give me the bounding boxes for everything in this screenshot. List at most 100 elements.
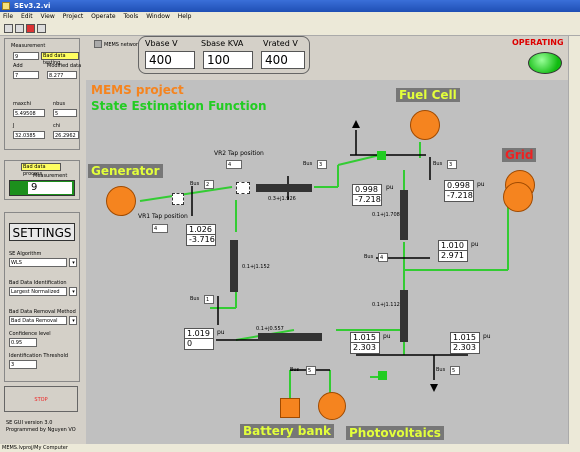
bus1-label: Bus [190, 296, 200, 302]
menu-operate[interactable]: Operate [91, 13, 116, 20]
bus3b-pu: pu [477, 181, 485, 188]
confidence-input[interactable]: 0.95 [9, 338, 37, 347]
grid-icon-2 [503, 182, 533, 212]
modified-data-value: 8.277 [47, 71, 77, 79]
measurement2-value: 9 [28, 182, 72, 194]
vrated-label: Vrated V [263, 39, 298, 48]
mems-network-label: MEMS network [104, 42, 141, 48]
transformer-vr2-icon [236, 182, 250, 194]
diagram-panel [86, 80, 568, 444]
vertical-scrollbar[interactable] [568, 36, 580, 444]
chi-label: chi [53, 123, 61, 129]
bus4-angle: 2.971 [438, 250, 468, 262]
sbase-value: 100 [203, 51, 253, 69]
abort-icon[interactable] [26, 24, 35, 33]
vbase-label: Vbase V [145, 39, 178, 48]
run-arrow-icon[interactable] [4, 24, 13, 33]
stop-button[interactable]: STOP [4, 386, 78, 412]
z4-label: 0.1+j1.112 [372, 302, 400, 308]
vr1-label: VR1 Tap position [138, 213, 188, 220]
title-bar: SEv3.2.vi [0, 0, 580, 12]
z2-label: 0.1+j1.152 [242, 264, 270, 270]
bus3a-pu: pu [386, 184, 394, 191]
menu-bar: File Edit View Project Operate Tools Win… [0, 12, 580, 22]
settings-title: SETTINGS [9, 223, 75, 241]
bdr-select[interactable]: Bad Data Removal [9, 316, 67, 325]
title-mems: MEMS project [91, 83, 184, 97]
measurement2-label: Measurement [33, 173, 68, 179]
sbase-label: Sbase KVA [201, 39, 244, 48]
bus2-angle: -3.716 [186, 234, 216, 246]
bus2-label: Bus [190, 181, 200, 187]
j-value: 32.0385 [13, 131, 45, 139]
id-threshold-input[interactable]: 3 [9, 360, 37, 369]
z5-label: 0.1+j0.557 [256, 326, 284, 332]
chevron-down-icon[interactable]: ▾ [69, 258, 77, 267]
vr1-value[interactable]: 4 [152, 224, 168, 233]
vr2-label: VR2 Tap position [214, 150, 264, 157]
bus4-num: 4 [378, 253, 388, 262]
menu-project[interactable]: Project [62, 13, 84, 20]
pause-icon[interactable] [37, 24, 46, 33]
maxchi-value: 5.49508 [13, 109, 45, 117]
measurement2-bar: 9 [9, 180, 75, 196]
menu-tools[interactable]: Tools [123, 13, 139, 20]
bad-data-process-indicator: Bad data process [21, 163, 61, 177]
menu-window[interactable]: Window [146, 13, 170, 20]
bus3a-label: Bus [303, 161, 313, 167]
bus3b-num: 3 [447, 160, 457, 169]
measurement-label: Measurement [11, 43, 46, 49]
bus3b-angle: -7.218 [444, 190, 474, 202]
modified-data-label: Modified data [47, 63, 82, 69]
chevron-down-icon[interactable]: ▾ [69, 316, 77, 325]
menu-edit[interactable]: Edit [20, 13, 33, 20]
bdr-label: Bad Data Removal Method [9, 309, 76, 315]
menu-view[interactable]: View [40, 13, 55, 20]
j-label: J [13, 123, 15, 129]
bus5a-label: Bus [290, 367, 300, 373]
maxchi-label: maxchi [13, 101, 32, 107]
toolbar [0, 22, 580, 36]
window-title: SEv3.2.vi [14, 2, 51, 10]
line-z5 [258, 333, 322, 341]
line-z4 [400, 290, 408, 342]
fuel-cell-label: Fuel Cell [396, 88, 460, 102]
measurement-input[interactable]: 9 [13, 52, 39, 60]
breaker-fuelcell-icon [377, 151, 386, 160]
grid-label: Grid [502, 148, 537, 162]
add-input[interactable]: 7 [13, 71, 39, 79]
vr2-value[interactable]: 4 [226, 160, 242, 169]
confidence-label: Confidence level [9, 331, 51, 337]
bus3a-num: 3 [317, 160, 327, 169]
settings-panel: SETTINGS SE Algorithm WLS ▾ Bad Data Ide… [4, 212, 80, 382]
menu-file[interactable]: File [3, 13, 14, 20]
z3-label: 0.1+j1.708 [372, 212, 400, 218]
version-label: SE GUI version 3.0 [6, 420, 53, 426]
chevron-down-icon[interactable]: ▾ [69, 287, 77, 296]
bdi-select[interactable]: Largest Normalized [9, 287, 67, 296]
battery-icon [280, 398, 300, 418]
bus5b-num: 5 [450, 366, 460, 375]
bus1-num: 1 [204, 295, 214, 304]
nbus-value: 5 [53, 109, 77, 117]
title-se: State Estimation Function [91, 99, 267, 113]
bus3a-angle: -7.218 [352, 194, 382, 206]
base-values-panel: Vbase V Sbase KVA Vrated V 400 100 400 [138, 36, 310, 74]
line-z2 [230, 240, 238, 292]
se-algorithm-select[interactable]: WLS [9, 258, 67, 267]
status-path: MEMS.lvproj/My Computer [2, 445, 68, 451]
bus5b-label: Bus [436, 367, 446, 373]
labview-icon [2, 2, 10, 10]
vrated-value: 400 [261, 51, 305, 69]
z1-label: 0.3+j1.926 [268, 196, 296, 202]
bus1-pu: pu [217, 329, 225, 336]
vbase-value: 400 [145, 51, 195, 69]
mems-network-icon[interactable] [94, 40, 102, 48]
run-continuous-icon[interactable] [15, 24, 24, 33]
bad-data-testing-indicator: Bad data testing [41, 52, 79, 66]
line-z1 [256, 184, 312, 192]
menu-help[interactable]: Help [177, 13, 192, 20]
bus5a-pu: pu [383, 333, 391, 340]
